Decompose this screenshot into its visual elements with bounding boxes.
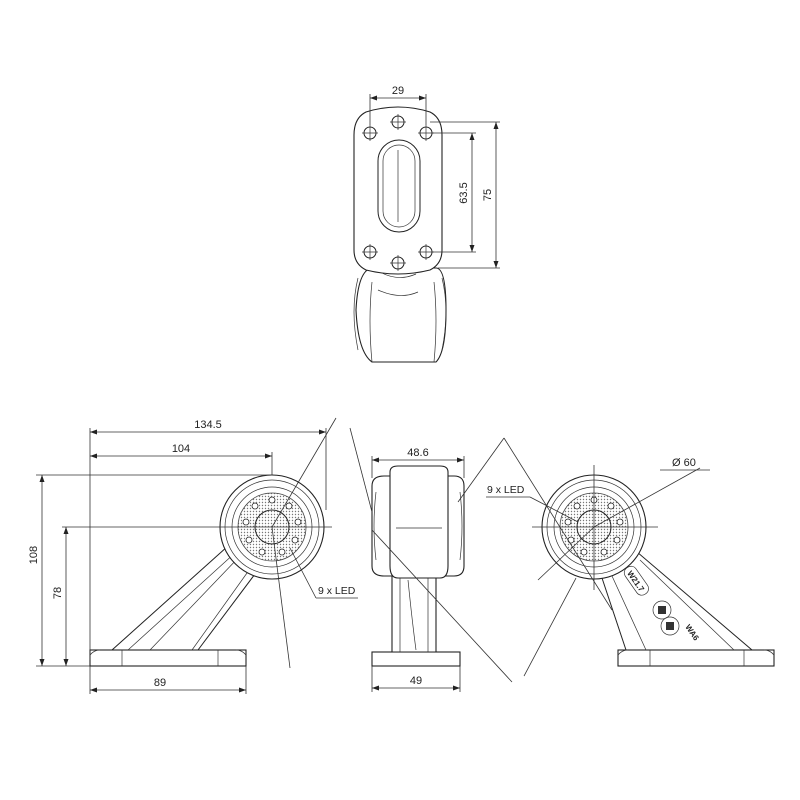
dim-63-5-label: 63.5 [458, 182, 470, 203]
dim-104-label: 104 [172, 443, 190, 455]
dim-overall-height-top: 75 [430, 121, 500, 269]
front-view: 48.6 49 [349, 427, 513, 692]
marking-symbols [652, 600, 680, 636]
dim-hole-spacing-width: 29 [369, 85, 427, 125]
left-side-view: 9 x LED 134.5 104 108 78 [28, 417, 358, 694]
front-leaders [349, 427, 513, 683]
marking-w21-7: W21.7 [625, 569, 646, 594]
top-view-body [353, 267, 447, 363]
right-leaders: 9 x LED Ø 60 [486, 437, 710, 677]
right-side-view: W21.7 WA6 [486, 437, 775, 677]
left-led-label: 9 x LED [318, 585, 356, 597]
dim-front-base-width: 49 [371, 666, 461, 692]
dim-49-label: 49 [410, 675, 422, 687]
dim-overall-width: 134.5 [89, 419, 327, 660]
dim-hole-spacing-height: 63.5 [432, 132, 476, 253]
marking-wa6: WA6 [683, 623, 701, 643]
right-arm [599, 545, 753, 651]
top-view: 29 63.5 75 [353, 85, 500, 363]
dim-overall-height: 108 [28, 474, 272, 667]
right-led-label: 9 x LED [487, 484, 525, 496]
dim-29-label: 29 [392, 85, 404, 97]
left-led-ring [242, 496, 302, 556]
right-base-plate [617, 649, 775, 667]
dim-108-label: 108 [28, 546, 40, 564]
dim-head-width: 48.6 [371, 447, 465, 478]
left-leaders: 9 x LED [271, 417, 358, 669]
dim-89-label: 89 [154, 677, 166, 689]
dim-75-label: 75 [482, 189, 494, 201]
front-head [371, 465, 465, 579]
dim-center-height: 78 [52, 526, 332, 666]
front-base-plate [371, 651, 461, 667]
left-base-plate [89, 649, 247, 667]
right-led-ring [564, 496, 624, 556]
right-lamp-head [532, 465, 658, 590]
dim-diameter-label: Ø 60 [672, 457, 696, 469]
dim-78-label: 78 [52, 587, 64, 599]
dim-48-6-label: 48.6 [407, 447, 428, 459]
left-arm [111, 545, 259, 651]
mounting-slot [377, 139, 421, 233]
dim-arm-width: 104 [90, 443, 273, 475]
dim-134-5-label: 134.5 [194, 419, 222, 431]
dim-base-width: 89 [89, 666, 247, 694]
right-markings: W21.7 WA6 [623, 565, 701, 643]
